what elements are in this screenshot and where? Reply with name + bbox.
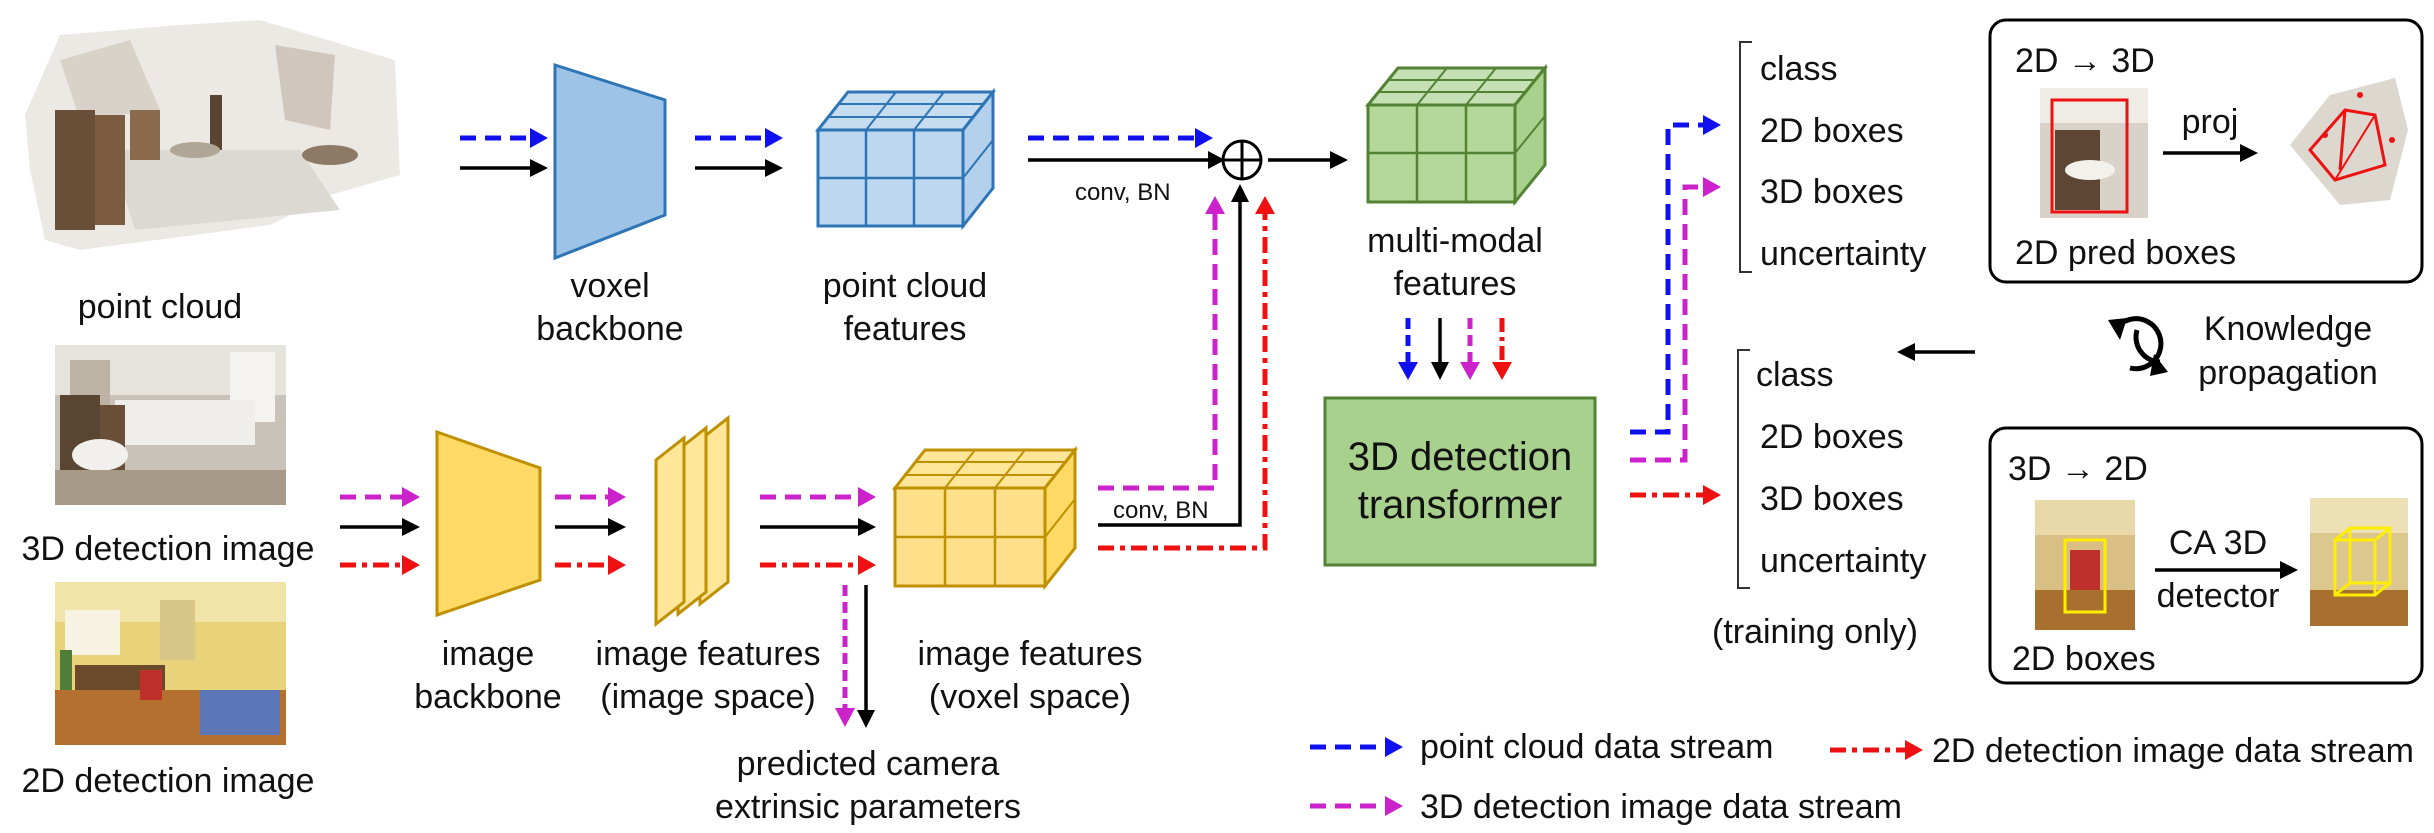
point-cloud-features-cube — [814, 87, 997, 231]
knowledge-label-2: propagation — [2198, 354, 2378, 392]
training-only-label: (training only) — [1712, 613, 1918, 651]
cycle-icon — [2108, 316, 2168, 376]
detector-label-1: CA 3D — [2169, 524, 2267, 562]
multi-modal-features-label-1: multi-modal — [1367, 222, 1543, 260]
main-stream-arrow-up — [1098, 202, 1242, 527]
image3d-label: 3D detection image — [22, 530, 315, 568]
conv-bn-bottom-label: conv, BN — [1113, 497, 1209, 524]
panel-2d-to-3d-photo — [2040, 88, 2148, 218]
panel-3d-to-2d-caption: 2D boxes — [2012, 640, 2156, 678]
panel-2d-to-3d-pointcloud — [2290, 78, 2408, 205]
legend-img2d-label: 2D detection image data stream — [1932, 732, 2414, 770]
image-features-voxel-space-cube — [891, 445, 1079, 591]
image-backbone-label-1: image — [442, 635, 535, 673]
conv-bn-top-label: conv, BN — [1075, 179, 1171, 206]
legend-img3d-label: 3D detection image data stream — [1420, 788, 1902, 826]
voxel-backbone-label-1: voxel — [570, 267, 649, 305]
upper-output-bracket — [1739, 41, 1752, 273]
proj-label: proj — [2182, 103, 2239, 141]
image2d-label: 2D detection image — [22, 762, 315, 800]
image-features-image-space-label-1: image features — [596, 635, 821, 673]
lower-output-uncertainty: uncertainty — [1760, 542, 1926, 580]
upper-output-2d-boxes: 2D boxes — [1760, 112, 1904, 150]
img3d-stream-arrow-out — [1630, 184, 1703, 463]
point-cloud-features-label-2: features — [844, 310, 967, 348]
image-backbone-block — [435, 429, 542, 618]
panel-3d-to-2d-photo — [2035, 500, 2135, 630]
lower-output-bracket — [1737, 349, 1750, 589]
voxel-backbone-block — [553, 62, 667, 261]
multi-modal-features-label-2: features — [1394, 265, 1517, 303]
transformer-label-2: transformer — [1358, 483, 1563, 527]
detection-transformer-block — [1323, 396, 1597, 567]
multi-modal-features-cube — [1364, 63, 1549, 207]
panel-3d-to-2d-result — [2310, 498, 2408, 626]
img3d-stream-arrow-up — [1098, 214, 1218, 491]
panel-3d-to-2d-title: 3D → 2D — [2008, 450, 2148, 488]
image-features-voxel-space-label-1: image features — [918, 635, 1143, 673]
knowledge-label-1: Knowledge — [2204, 310, 2372, 348]
lower-output-class: class — [1756, 356, 1833, 394]
legend: point cloud data stream 2D detection ima… — [1310, 728, 2414, 826]
image2d-input-image — [55, 582, 286, 745]
pc-stream-arrow-out — [1630, 122, 1703, 435]
point-cloud-label: point cloud — [78, 288, 242, 326]
image-backbone-label-2: backbone — [414, 678, 561, 716]
upper-output-3d-boxes: 3D boxes — [1760, 173, 1904, 211]
legend-pc-label: point cloud data stream — [1420, 728, 1773, 766]
image-features-voxel-space-label-2: (voxel space) — [929, 678, 1131, 716]
image-features-image-space-label-2: (image space) — [600, 678, 815, 716]
image3d-input-image — [55, 345, 286, 505]
point-cloud-features-label-1: point cloud — [823, 267, 987, 305]
camera-params-label-1: predicted camera — [737, 745, 1000, 783]
upper-output-class: class — [1760, 50, 1837, 88]
image-features-image-space-stack — [654, 414, 730, 628]
img2d-stream-arrow-up — [1098, 214, 1268, 551]
lower-output-3d-boxes: 3D boxes — [1760, 480, 1904, 518]
upper-output-uncertainty: uncertainty — [1760, 235, 1926, 273]
voxel-backbone-label-2: backbone — [536, 310, 683, 348]
detector-label-2: detector — [2157, 577, 2280, 615]
transformer-label-1: 3D detection — [1348, 435, 1573, 479]
camera-params-label-2: extrinsic parameters — [715, 788, 1021, 826]
panel-2d-to-3d-caption: 2D pred boxes — [2015, 234, 2236, 272]
point-cloud-input-image — [25, 20, 400, 250]
fusion-add-symbol — [1221, 139, 1263, 181]
lower-output-2d-boxes: 2D boxes — [1760, 418, 1904, 456]
panel-2d-to-3d-title: 2D → 3D — [2015, 42, 2155, 80]
